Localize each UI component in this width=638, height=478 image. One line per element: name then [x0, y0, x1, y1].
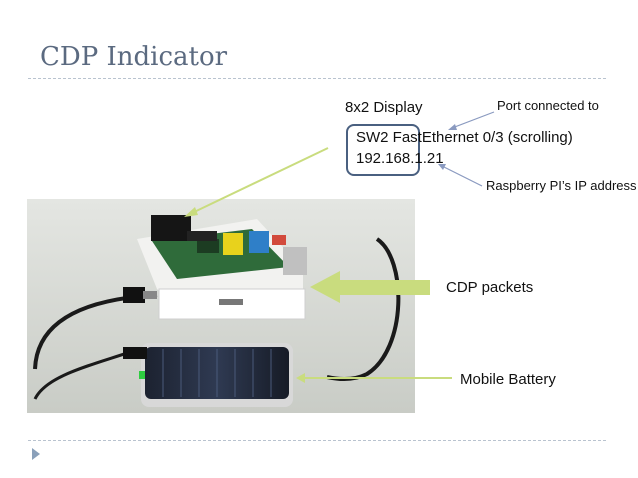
- device-photo-drawing: [27, 199, 415, 413]
- ip-pointer-head: [438, 164, 446, 170]
- cdp-packets-arrow: [310, 271, 430, 303]
- mobile-battery-label: Mobile Battery: [460, 371, 556, 388]
- display-pointer-head: [184, 207, 198, 217]
- display-pointer-line: [189, 147, 329, 215]
- ip-address-label: Raspberry PI’s IP address: [486, 178, 637, 193]
- lcd-text-line-2: 192.168.1.21: [356, 150, 444, 167]
- device-photo: [27, 199, 415, 413]
- footer-bullet-icon: [32, 448, 40, 460]
- display-label: 8x2 Display: [345, 99, 423, 116]
- ip-pointer-line: [441, 165, 483, 187]
- port-pointer-line: [451, 111, 495, 129]
- title-divider: [28, 78, 606, 79]
- cdp-packets-label: CDP packets: [446, 279, 534, 296]
- lcd-highlight-box: [346, 124, 420, 176]
- port-pointer-head: [448, 124, 457, 130]
- port-label: Port connected to: [497, 98, 599, 113]
- footer-divider: [28, 440, 606, 441]
- battery-pointer-head: [296, 373, 305, 383]
- slide-title: CDP Indicator: [40, 42, 228, 72]
- lcd-text-line-1: SW2 FastEthernet 0/3 (scrolling): [356, 129, 573, 146]
